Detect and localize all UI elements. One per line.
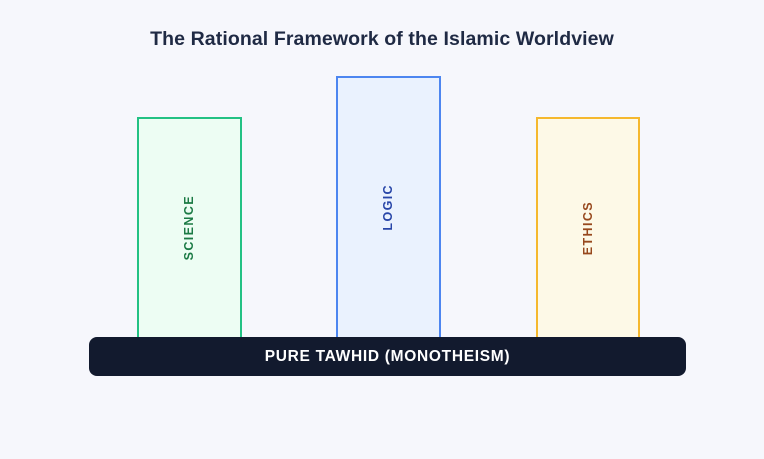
pillar-ethics: ETHICS — [536, 117, 640, 339]
pillar-ethics-label: ETHICS — [580, 200, 595, 256]
page-title: The Rational Framework of the Islamic Wo… — [150, 28, 614, 50]
foundation-bar: PURE TAWHID (MONOTHEISM) — [89, 337, 686, 376]
pillar-logic: LOGIC — [336, 76, 441, 339]
pillar-logic-label: LOGIC — [381, 184, 396, 231]
pillar-science-label: SCIENCE — [182, 195, 197, 261]
foundation-bar-label: PURE TAWHID (MONOTHEISM) — [264, 347, 511, 365]
pillar-science: SCIENCE — [137, 117, 242, 339]
